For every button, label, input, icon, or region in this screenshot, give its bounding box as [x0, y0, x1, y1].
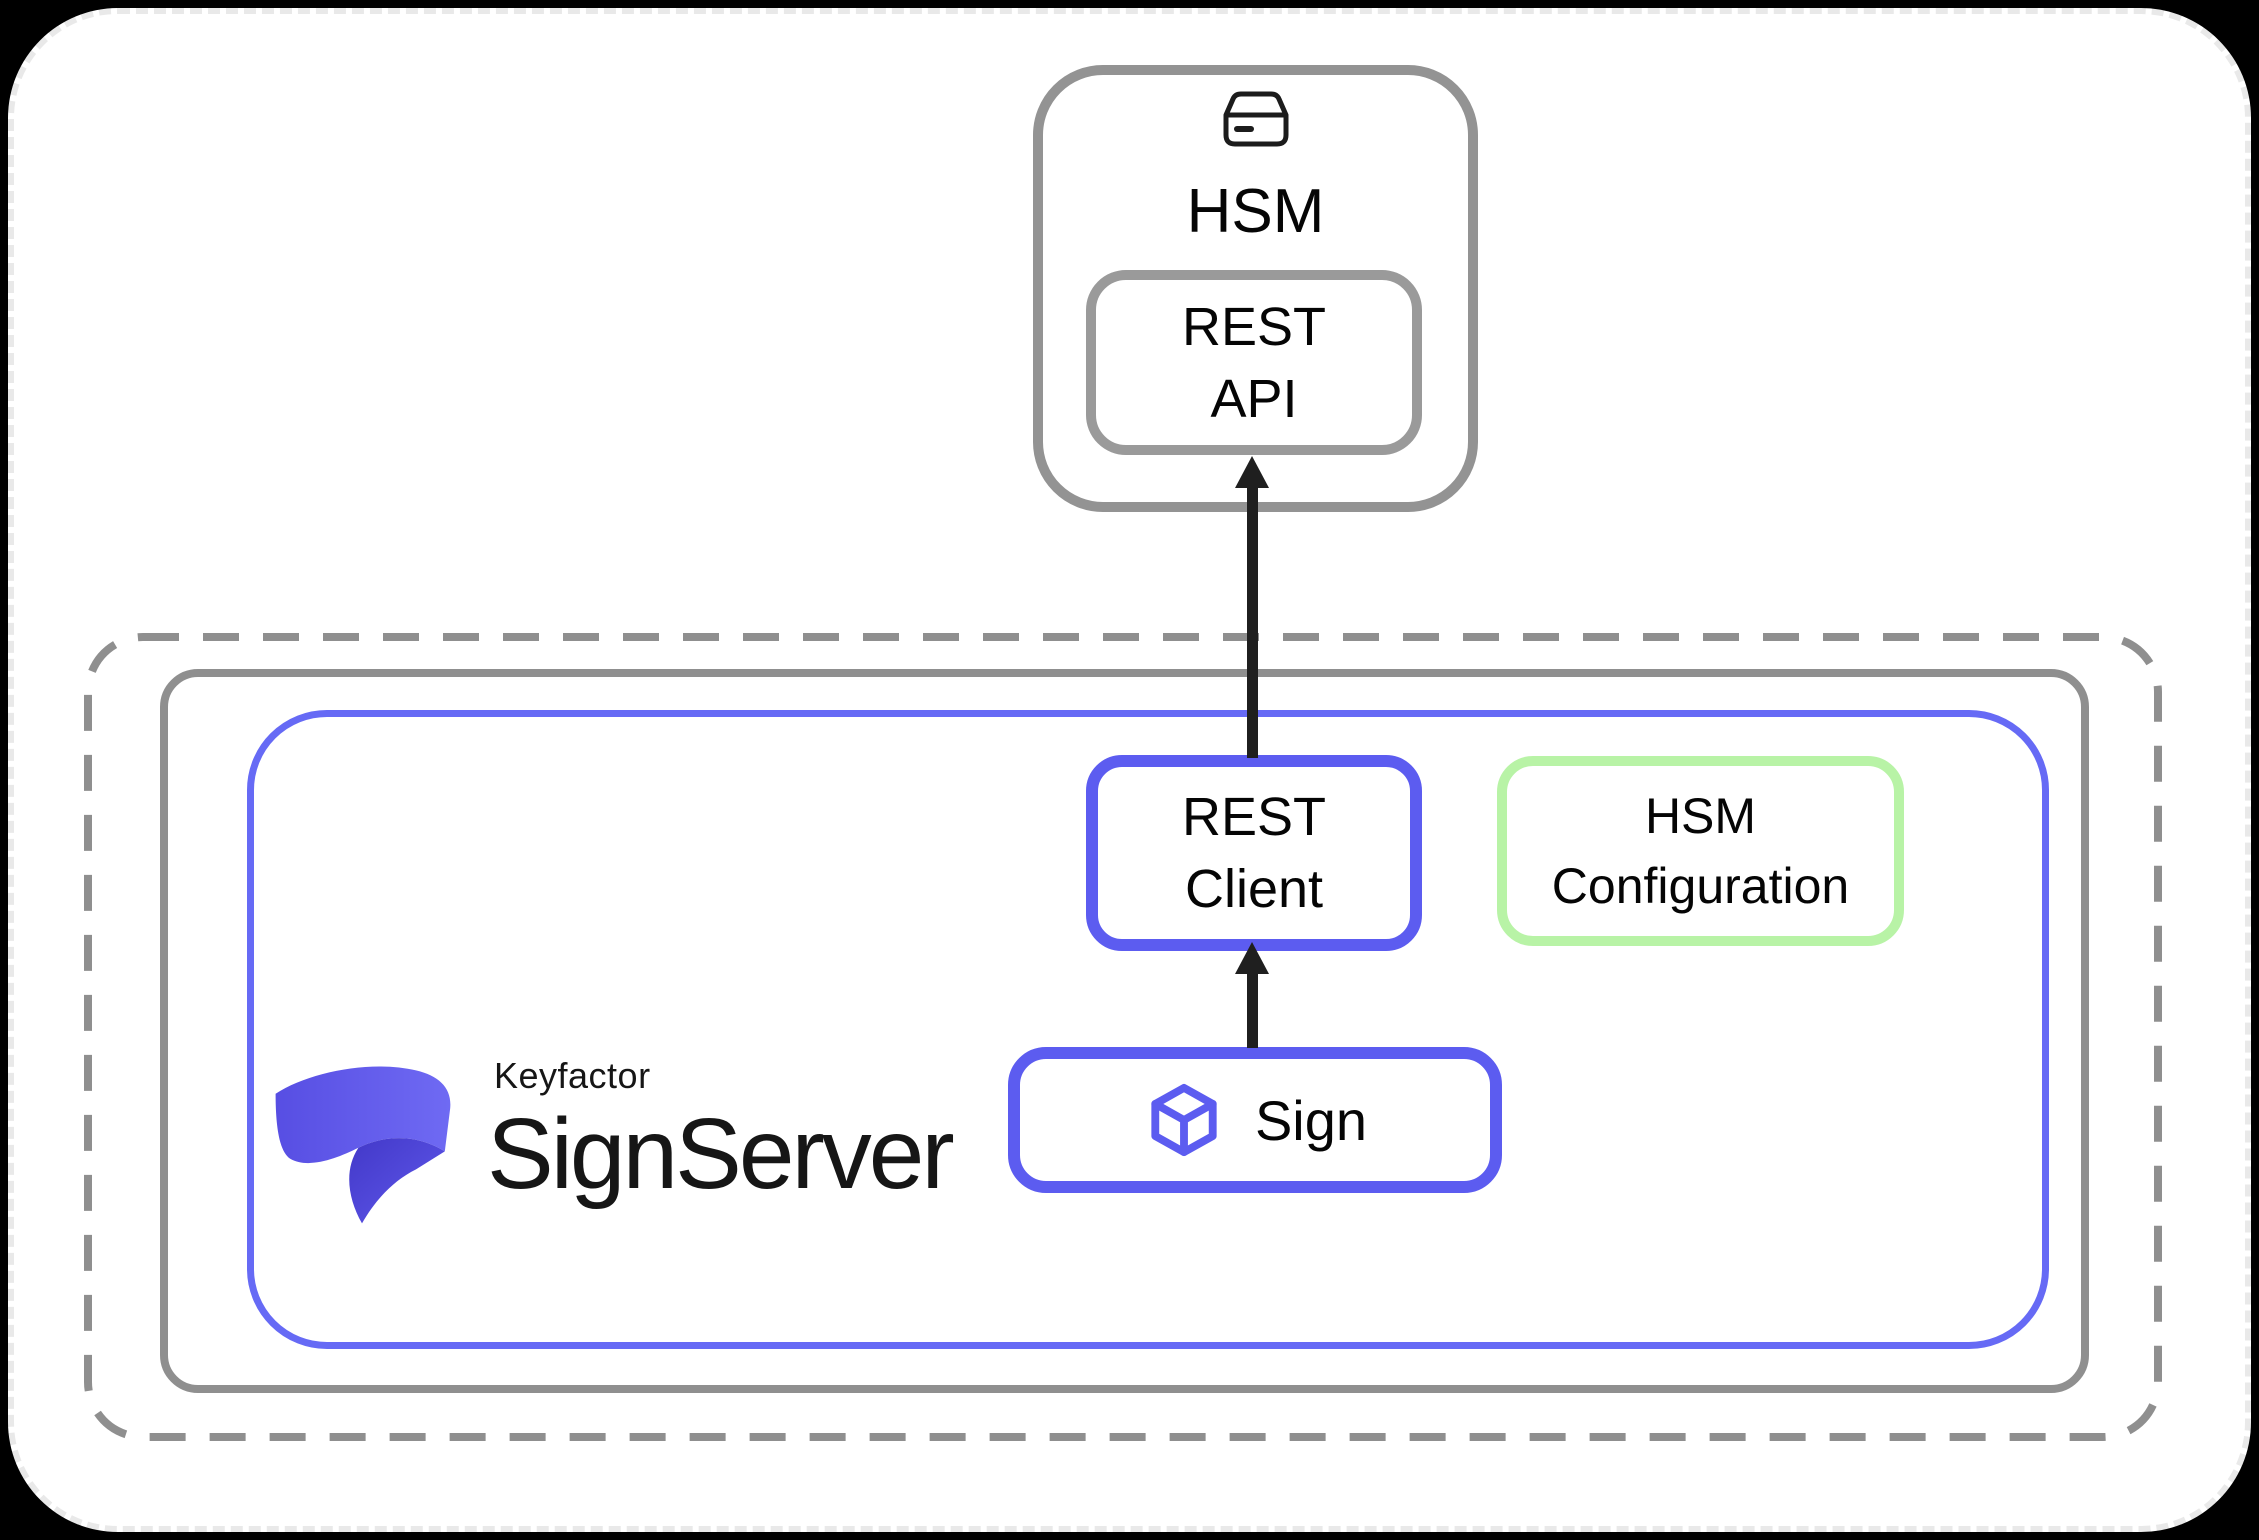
rest-api-label-line2: API	[1210, 368, 1298, 429]
logo-product-name: SignServer	[487, 1098, 955, 1210]
sign-label: Sign	[1254, 1088, 1368, 1152]
logo-brand-name: Keyfactor	[494, 1055, 651, 1096]
hsm-config-label-line2: Configuration	[1551, 858, 1850, 914]
arrow-rest-client-to-rest-api-head	[1235, 456, 1269, 488]
deployment-dashed-region	[84, 633, 2162, 1441]
hsm-configuration-box: HSM Configuration	[1497, 756, 1904, 946]
cube-icon	[1151, 1083, 1217, 1157]
rest-client-label-line1: REST	[1181, 787, 1327, 847]
rest-api-label-line1: REST	[1181, 296, 1327, 357]
hard-drive-icon	[1223, 91, 1288, 147]
hsm-config-label-line1: HSM	[1644, 788, 1757, 844]
keyfactor-logo-mark	[275, 1066, 451, 1224]
arrow-sign-to-rest-client-head	[1235, 942, 1269, 974]
arrow-rest-client-to-rest-api-shaft	[1247, 484, 1258, 758]
rest-client-label-line2: Client	[1184, 859, 1324, 919]
keyfactor-logo-text: Keyfactor SignServer	[487, 1054, 955, 1210]
sign-worker-box: Sign	[1008, 1047, 1502, 1193]
rest-api-box: REST API	[1086, 270, 1422, 455]
hsm-label: HSM	[1186, 177, 1325, 246]
arrow-sign-to-rest-client-shaft	[1247, 970, 1258, 1048]
rest-client-box: REST Client	[1086, 755, 1422, 951]
